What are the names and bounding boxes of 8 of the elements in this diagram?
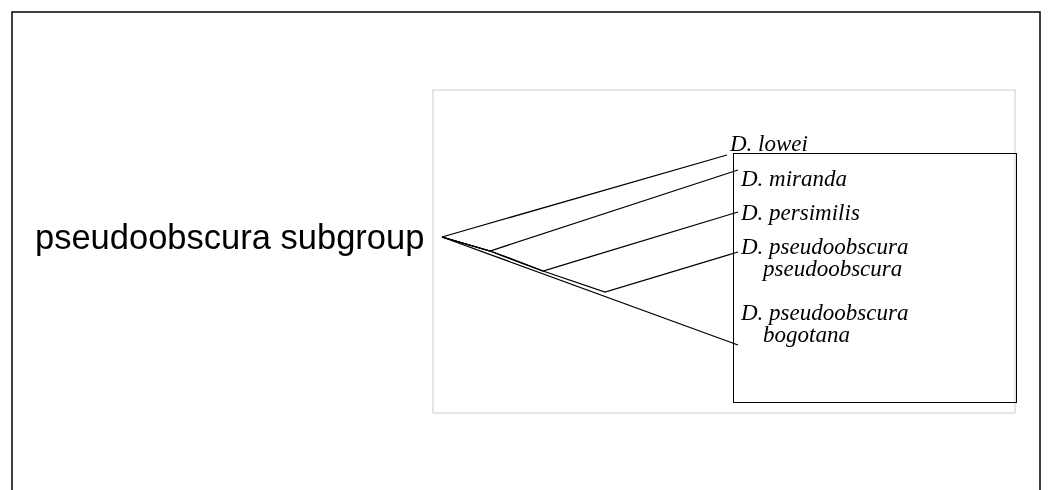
species-label: D. persimilis — [731, 202, 1001, 228]
clade-box — [733, 153, 1017, 403]
species-label: D. miranda — [731, 168, 1001, 194]
species-label: D. lowei — [720, 133, 920, 159]
tree-branch — [441, 154, 728, 238]
species-label: D. pseudoobscura pseudoobscura — [731, 236, 1001, 284]
tree-branch — [441, 236, 739, 346]
species-label: D. pseudoobscura bogotana — [731, 302, 1001, 350]
